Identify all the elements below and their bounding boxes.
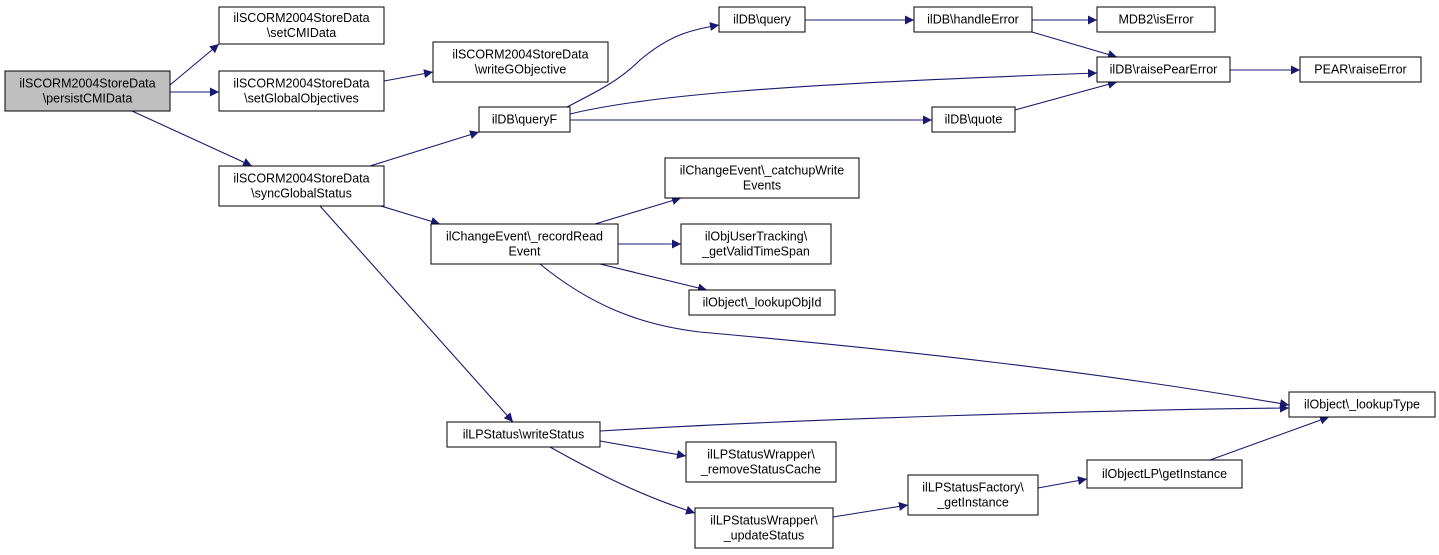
edge-recordread-to-lookuptype xyxy=(539,263,1290,408)
edge-factory-to-objectlp xyxy=(1037,476,1088,489)
edge-persist-to-setcmi xyxy=(169,43,220,86)
node-label-line: ilDB\quote xyxy=(945,113,1003,127)
edge-persist-to-syncglobal xyxy=(131,110,253,167)
node-label-line: ilSCORM2004StoreData xyxy=(233,11,369,25)
node-setglobal[interactable]: ilSCORM2004StoreData\setGlobalObjectives xyxy=(218,70,385,112)
edge-queryf-to-query xyxy=(566,22,720,108)
edge-recordread-to-catchup xyxy=(594,196,682,225)
node-label-line: ilLPStatusFactory\ xyxy=(922,481,1024,495)
node-box xyxy=(694,507,834,549)
node-validtime[interactable]: ilObjUserTracking\_getValidTimeSpan xyxy=(680,223,832,265)
node-label-line: ilSCORM2004StoreData xyxy=(19,77,155,91)
node-box xyxy=(218,165,385,207)
node-box xyxy=(664,157,860,199)
node-box xyxy=(1096,56,1231,83)
node-raisepear[interactable]: ilDB\raisePearError xyxy=(1096,56,1231,83)
node-handleerror[interactable]: ilDB\handleError xyxy=(913,6,1033,33)
edge-updatestatus-to-factory xyxy=(832,501,909,518)
node-quote[interactable]: ilDB\quote xyxy=(931,106,1016,133)
node-label-line: _removeStatusCache xyxy=(700,463,821,477)
node-box xyxy=(718,6,806,33)
edge-syncglobal-to-writestatus xyxy=(319,205,514,423)
node-label-line: ilSCORM2004StoreData xyxy=(452,48,588,62)
node-label-line: \syncGlobalStatus xyxy=(251,187,352,201)
node-label-line: PEAR\raiseError xyxy=(1314,63,1406,77)
edge-recordread-to-lookupobjid xyxy=(599,263,708,293)
node-setcmi[interactable]: ilSCORM2004StoreData\setCMIData xyxy=(218,6,385,45)
node-box xyxy=(218,6,385,45)
node-box xyxy=(1086,459,1243,489)
node-label-line: ilDB\queryF xyxy=(492,113,558,127)
edge-quote-to-raisepear xyxy=(1014,80,1118,111)
edge-writestatus-to-updatestatus xyxy=(549,446,696,515)
node-queryf[interactable]: ilDB\queryF xyxy=(478,106,571,133)
node-factory[interactable]: ilLPStatusFactory\_getInstance xyxy=(907,474,1039,516)
node-label-line: ilObject\_lookupType xyxy=(1304,398,1420,412)
edge-setglobal-to-writegobj xyxy=(383,69,434,82)
node-removecache[interactable]: ilLPStatusWrapper\_removeStatusCache xyxy=(685,441,837,483)
node-objectlp[interactable]: ilObjectLP\getInstance xyxy=(1086,459,1243,489)
node-label-line: ilSCORM2004StoreData xyxy=(233,77,369,91)
node-label-line: _getValidTimeSpan xyxy=(701,245,810,259)
node-box xyxy=(1096,6,1216,33)
nodes-layer: ilSCORM2004StoreData\persistCMIDatailSCO… xyxy=(4,6,1436,549)
node-box xyxy=(680,223,832,265)
node-lookupobjid[interactable]: ilObject\_lookupObjId xyxy=(688,289,836,316)
node-box xyxy=(478,106,571,133)
node-syncglobal[interactable]: ilSCORM2004StoreData\syncGlobalStatus xyxy=(218,165,385,207)
node-box xyxy=(913,6,1033,33)
node-box xyxy=(446,421,601,448)
node-box xyxy=(1299,56,1422,83)
node-label-line: \setGlobalObjectives xyxy=(244,92,359,106)
node-box xyxy=(907,474,1039,516)
node-writegobj[interactable]: ilSCORM2004StoreData\writeGObjective xyxy=(432,41,609,83)
edges-layer xyxy=(131,15,1330,518)
node-label-line: ilObject\_lookupObjId xyxy=(703,296,822,310)
edge-objectlp-to-lookuptype xyxy=(1209,415,1330,461)
node-label-line: ilChangeEvent\_recordRead xyxy=(446,230,603,244)
node-lookuptype[interactable]: ilObject\_lookupType xyxy=(1288,391,1436,418)
node-box xyxy=(685,441,837,483)
node-writestatus[interactable]: ilLPStatus\writeStatus xyxy=(446,421,601,448)
node-box xyxy=(1288,391,1436,418)
node-updatestatus[interactable]: ilLPStatusWrapper\_updateStatus xyxy=(694,507,834,549)
node-label-line: \persistCMIData xyxy=(43,92,133,106)
node-label-line: ilDB\handleError xyxy=(927,13,1019,27)
node-label-line: ilLPStatusWrapper\ xyxy=(710,514,818,528)
node-pearraise[interactable]: PEAR\raiseError xyxy=(1299,56,1422,83)
node-label-line: ilDB\query xyxy=(733,13,791,27)
node-label-line: ilLPStatusWrapper\ xyxy=(707,448,815,462)
edge-handleerror-to-raisepear xyxy=(1031,31,1118,59)
edge-syncglobal-to-recordread xyxy=(380,205,441,226)
edge-syncglobal-to-queryf xyxy=(369,130,480,167)
node-label-line: ilObjectLP\getInstance xyxy=(1102,467,1227,481)
node-label-line: \writeGObjective xyxy=(475,63,567,77)
node-label-line: Event xyxy=(509,245,541,259)
node-label-line: MDB2\isError xyxy=(1118,13,1193,27)
edge-writestatus-to-lookuptype xyxy=(599,403,1290,432)
node-label-line: _getInstance xyxy=(936,496,1009,510)
node-label-line: \setCMIData xyxy=(267,26,337,40)
node-label-line: Events xyxy=(743,179,781,193)
node-label-line: _updateStatus xyxy=(723,529,805,543)
node-mdb2iserror[interactable]: MDB2\isError xyxy=(1096,6,1216,33)
node-label-line: ilChangeEvent\_catchupWrite xyxy=(680,164,844,178)
node-box xyxy=(432,41,609,83)
node-box xyxy=(931,106,1016,133)
node-label-line: ilDB\raisePearError xyxy=(1110,63,1218,77)
node-box xyxy=(4,70,171,112)
node-box xyxy=(430,223,619,265)
node-box xyxy=(218,70,385,112)
node-label-line: ilLPStatus\writeStatus xyxy=(463,428,585,442)
edge-queryf-to-raisepear xyxy=(569,68,1098,115)
edge-writestatus-to-removecache xyxy=(599,440,687,459)
node-persist[interactable]: ilSCORM2004StoreData\persistCMIData xyxy=(4,70,171,112)
node-box xyxy=(688,289,836,316)
node-label-line: ilSCORM2004StoreData xyxy=(233,172,369,186)
node-query[interactable]: ilDB\query xyxy=(718,6,806,33)
node-label-line: ilObjUserTracking\ xyxy=(705,230,808,244)
